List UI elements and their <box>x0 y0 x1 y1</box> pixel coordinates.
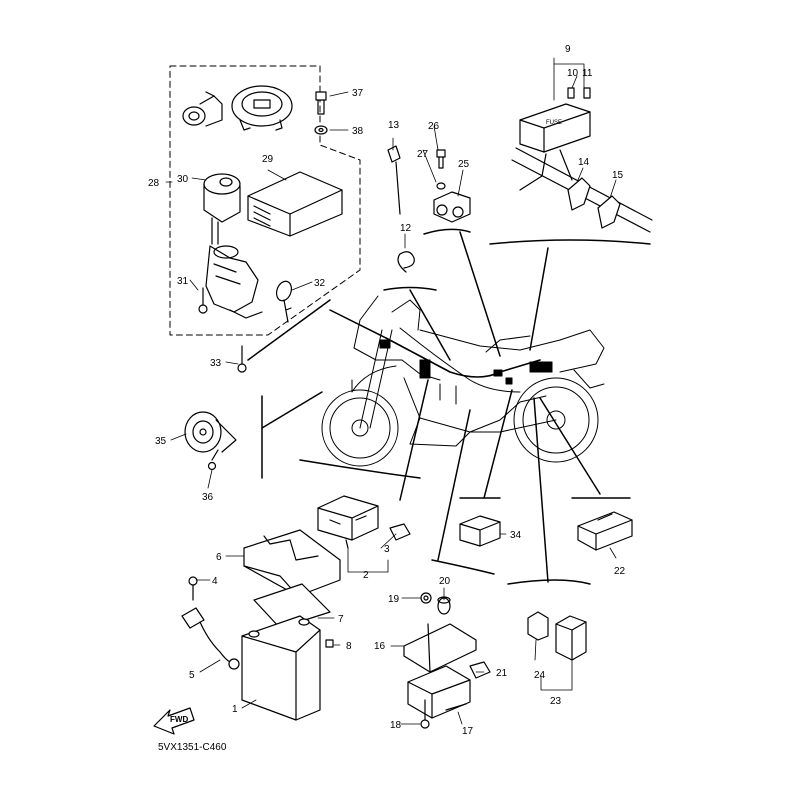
bracket-16-icon <box>403 623 477 673</box>
fwd-arrow-icon: FWD <box>153 707 195 735</box>
fuse-box-icon: FUSE <box>519 103 591 191</box>
callout-25: 25 <box>458 159 470 170</box>
fuse-11-icon <box>583 87 591 99</box>
battery-cable-icon <box>181 607 240 670</box>
bolt-4-icon <box>188 576 198 601</box>
key-icon <box>275 280 293 323</box>
clip-21-icon <box>469 661 491 679</box>
ignition-group <box>169 65 361 336</box>
callout-18: 18 <box>390 720 402 731</box>
callout-10: 10 <box>567 68 579 79</box>
connector-3-icon <box>389 523 411 541</box>
fwd-label: FWD <box>170 715 188 724</box>
bolt-8-icon <box>325 639 334 648</box>
ecu-17-icon <box>407 665 471 719</box>
callout-19: 19 <box>388 594 400 605</box>
callout-3: 3 <box>384 544 390 555</box>
cover-24-icon <box>527 611 549 641</box>
starter-relay-icon <box>317 495 379 549</box>
bolt-33-icon <box>237 345 247 373</box>
callout-20: 20 <box>439 576 451 587</box>
callout-28: 28 <box>148 178 160 189</box>
callout-leaders <box>165 57 617 725</box>
motorcycle-icon <box>321 295 605 467</box>
callout-14: 14 <box>578 157 590 168</box>
callout-16: 16 <box>374 641 386 652</box>
diagram-code: 5VX1351-C460 <box>158 742 227 753</box>
bolt-37-icon <box>315 91 327 115</box>
nut-19-icon <box>420 592 432 604</box>
callout-15: 15 <box>612 170 624 181</box>
group-28-dashed-outline <box>169 65 361 336</box>
handlebar-icon <box>511 147 653 233</box>
callout-labels: 1 2 3 4 5 6 7 8 9 10 11 12 13 14 15 16 1… <box>148 44 626 753</box>
callout-32: 32 <box>314 278 326 289</box>
callout-7: 7 <box>338 614 344 625</box>
callout-33: 33 <box>210 358 222 369</box>
battery-icon <box>241 615 321 721</box>
callout-27: 27 <box>417 149 429 160</box>
callout-36: 36 <box>202 492 214 503</box>
callout-37: 37 <box>352 88 364 99</box>
callout-24: 24 <box>534 670 546 681</box>
callout-22: 22 <box>614 566 626 577</box>
callout-23: 23 <box>550 696 562 707</box>
callout-1: 1 <box>232 704 238 715</box>
screw-31-icon <box>198 287 208 314</box>
callout-2: 2 <box>363 570 369 581</box>
callout-26: 26 <box>428 121 440 132</box>
callout-31: 31 <box>177 276 189 287</box>
fuse-box-label: FUSE <box>546 120 562 126</box>
callout-8: 8 <box>346 641 352 652</box>
callout-17: 17 <box>462 726 474 737</box>
battery-band-icon <box>253 583 331 629</box>
fuel-cap-icon <box>231 85 293 131</box>
callout-38: 38 <box>352 126 364 137</box>
bolt-26-icon <box>436 149 446 169</box>
callout-5: 5 <box>189 670 195 681</box>
battery-box-icon <box>243 529 341 597</box>
relay-25-icon <box>433 191 471 223</box>
callout-29: 29 <box>262 154 274 165</box>
callout-6: 6 <box>216 552 222 563</box>
washer-27-icon <box>436 182 446 190</box>
bolt-18-icon <box>420 699 430 729</box>
callout-34: 34 <box>510 530 522 541</box>
igniter-unit-icon <box>247 171 343 237</box>
callout-9: 9 <box>565 44 571 55</box>
main-switch-icon <box>203 173 263 319</box>
leader-lines <box>247 228 651 585</box>
callout-11: 11 <box>582 68 593 79</box>
callout-4: 4 <box>212 576 218 587</box>
relay-22-icon <box>577 511 633 551</box>
washer-38-icon <box>314 125 328 135</box>
bolt-36-icon <box>207 461 217 471</box>
horn-icon <box>184 411 237 461</box>
callout-21: 21 <box>496 668 508 679</box>
callout-13: 13 <box>388 120 400 131</box>
fuse-10-icon <box>567 87 575 99</box>
callout-12: 12 <box>400 223 412 234</box>
cable-band-icon <box>387 145 401 215</box>
relay-23-icon <box>555 615 587 661</box>
clip-icon <box>397 251 415 273</box>
lock-cylinder-icon <box>182 91 223 127</box>
callout-35: 35 <box>155 436 167 447</box>
callout-30: 30 <box>177 174 189 185</box>
relay-34-icon <box>459 515 501 547</box>
